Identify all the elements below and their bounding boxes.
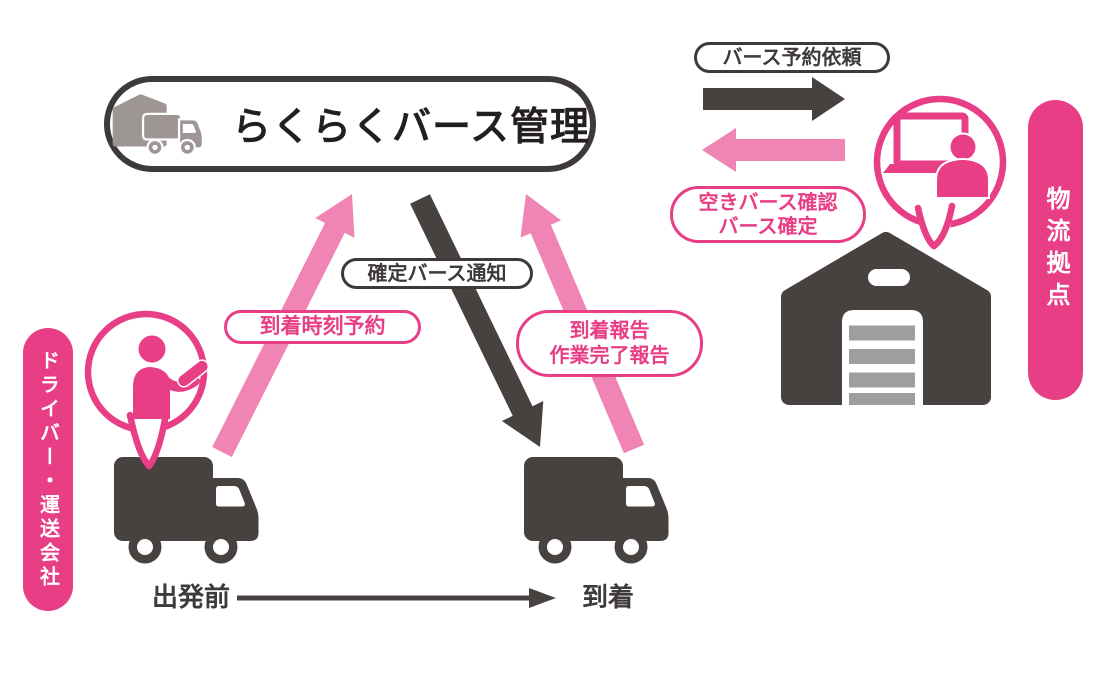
driver-bubble xyxy=(84,310,210,470)
system-title: らくらくバース管理 xyxy=(231,106,590,149)
arrival-report-line2: 作業完了報告 xyxy=(549,344,670,367)
system-pill: らくらくバース管理 xyxy=(104,76,596,172)
arrival-label: 到着 xyxy=(568,579,648,612)
berth-request-label: バース予約依頼 xyxy=(694,42,890,73)
availability-check-line2: バース確定 xyxy=(718,215,818,238)
truck-before-departure-icon xyxy=(114,457,259,564)
availability-check-line1: 空きバース確認 xyxy=(698,191,838,214)
actor-logistics-base-pill: 物流拠点 xyxy=(1028,100,1083,400)
berth-request-arrow xyxy=(703,77,845,121)
arrival-time-reservation-label: 到着時刻予約 xyxy=(224,310,421,344)
truck-arrival-icon xyxy=(524,457,669,564)
before-departure-text: 出発前 xyxy=(151,581,230,612)
operator-with-pc-icon xyxy=(883,112,990,199)
warehouse-icon xyxy=(781,232,991,405)
confirmed-berth-notice-text: 確定バース通知 xyxy=(367,262,507,285)
timeline-arrow xyxy=(237,588,556,608)
berth-request-text: バース予約依頼 xyxy=(722,46,862,69)
truck-warehouse-logo-icon xyxy=(112,94,204,156)
driver-company-text: ドライバー・運送会社 xyxy=(36,349,59,590)
arrival-report-label: 到着報告 作業完了報告 xyxy=(516,310,703,377)
arrival-report-line1: 到着報告 xyxy=(569,319,650,342)
logistics-bubble xyxy=(873,95,1007,250)
logistics-base-text: 物流拠点 xyxy=(1042,186,1069,314)
availability-check-label: 空きバース確認 バース確定 xyxy=(670,186,866,243)
confirmed-berth-notice-arrow xyxy=(410,194,544,447)
driver-with-phone-icon xyxy=(133,335,210,419)
confirmed-berth-notice-label: 確定バース通知 xyxy=(341,258,533,289)
availability-response-arrow xyxy=(702,128,845,172)
arrival-time-reservation-text: 到着時刻予約 xyxy=(259,315,386,339)
arrival-text: 到着 xyxy=(581,581,634,612)
actor-driver-company-pill: ドライバー・運送会社 xyxy=(23,328,73,611)
before-departure-label: 出発前 xyxy=(136,579,246,612)
